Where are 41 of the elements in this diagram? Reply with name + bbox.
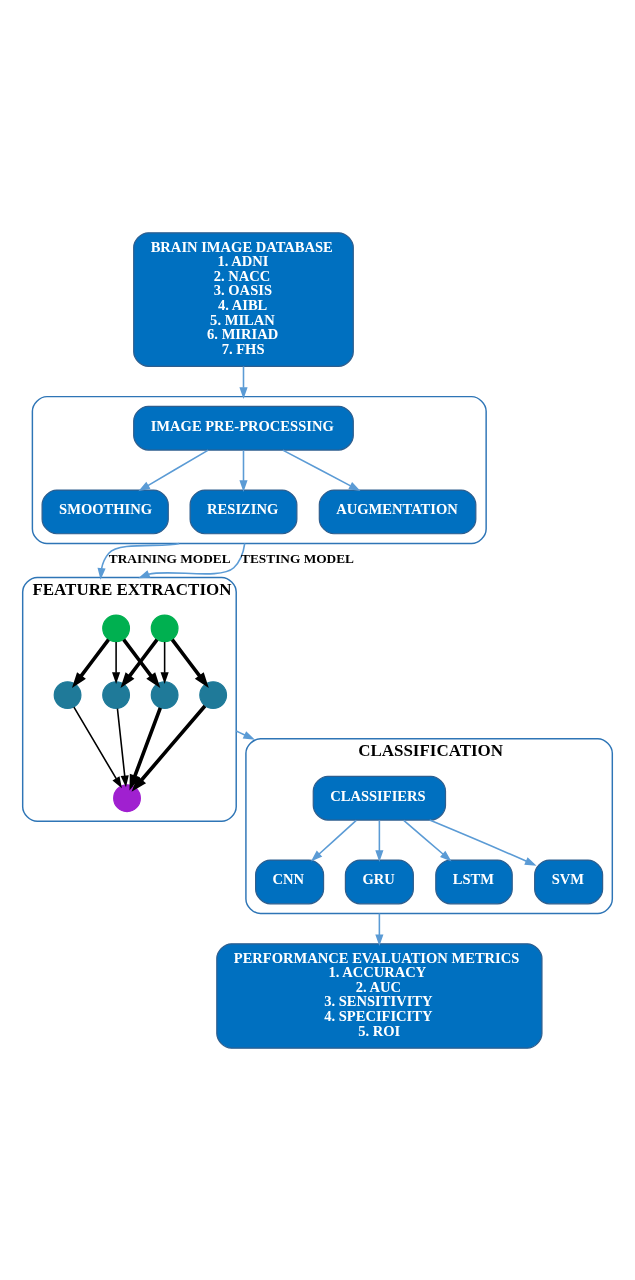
node-box: LSTM <box>435 859 513 904</box>
arrow <box>116 707 129 787</box>
arrow <box>239 449 248 492</box>
arrow <box>428 818 537 866</box>
node-box: CLASSIFIERS <box>312 775 447 821</box>
node-box: PERFORMANCE EVALUATION METRICS 1. ACCURACY 2. AUC 3. SENSITIVITY 4. SPECIFICITY 5. ROI <box>216 942 543 1049</box>
edge-label: TRAINING MODEL <box>108 550 231 566</box>
node-circle <box>113 783 141 812</box>
arrow <box>375 912 384 946</box>
edge-label: TESTING MODEL <box>241 550 355 566</box>
arrow <box>282 448 361 491</box>
node-box: RESIZING <box>189 488 298 534</box>
node-circle <box>102 680 131 709</box>
arrow <box>160 640 169 684</box>
node-box: GRU <box>344 859 414 904</box>
arrow <box>138 448 210 491</box>
cluster <box>31 395 487 544</box>
arrow <box>170 638 209 688</box>
arrow <box>138 542 246 578</box>
node-circle <box>199 680 228 709</box>
node-box: SVM <box>534 859 604 904</box>
arrow <box>239 365 248 399</box>
node-circle <box>150 613 179 642</box>
arrow <box>97 542 180 580</box>
arrow <box>73 705 122 788</box>
arrow <box>129 706 162 790</box>
node-box: AUGMENTATION <box>318 488 477 534</box>
node-box: BRAIN IMAGE DATABASE 1. ADNI 2. NACC 3. OASIS 4. AIBL 5. MILAN 6. MIRIAD 7. FHS <box>133 231 354 367</box>
arrow <box>402 819 452 861</box>
node-box: CNN <box>255 859 325 904</box>
arrow <box>112 640 121 684</box>
arrow <box>71 638 110 688</box>
node-box: IMAGE PRE-PROCESSING <box>133 405 354 451</box>
cluster: FEATURE EXTRACTION <box>21 576 237 822</box>
arrow <box>375 819 384 862</box>
arrow <box>131 704 207 792</box>
node-circle <box>102 613 131 642</box>
node-box: SMOOTHING <box>41 488 169 534</box>
node-circle <box>53 680 82 709</box>
arrow <box>310 819 358 861</box>
node-circle <box>150 680 179 709</box>
